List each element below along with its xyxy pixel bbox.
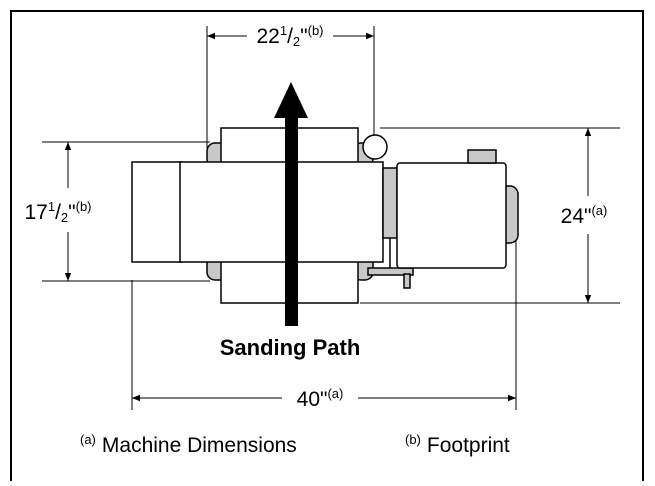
legend-machine-dimensions: (a)Machine Dimensions — [80, 432, 297, 457]
dimension-right-depth-label: 24"(a) — [561, 203, 608, 228]
dimension-top-width-label: 221/2"(b) — [256, 23, 323, 49]
page-frame — [10, 10, 644, 481]
dimension-bottom-width-label: 40"(a) — [297, 386, 344, 411]
legend-footprint: (b)Footprint — [405, 432, 510, 457]
dimension-left-depth-label: 171/2"(b) — [24, 199, 91, 225]
sander-machine — [131, 127, 519, 304]
sanding-path-label: Sanding Path — [220, 335, 361, 360]
sanding-path-arrow — [274, 82, 308, 326]
dimension-lines — [64, 32, 592, 402]
